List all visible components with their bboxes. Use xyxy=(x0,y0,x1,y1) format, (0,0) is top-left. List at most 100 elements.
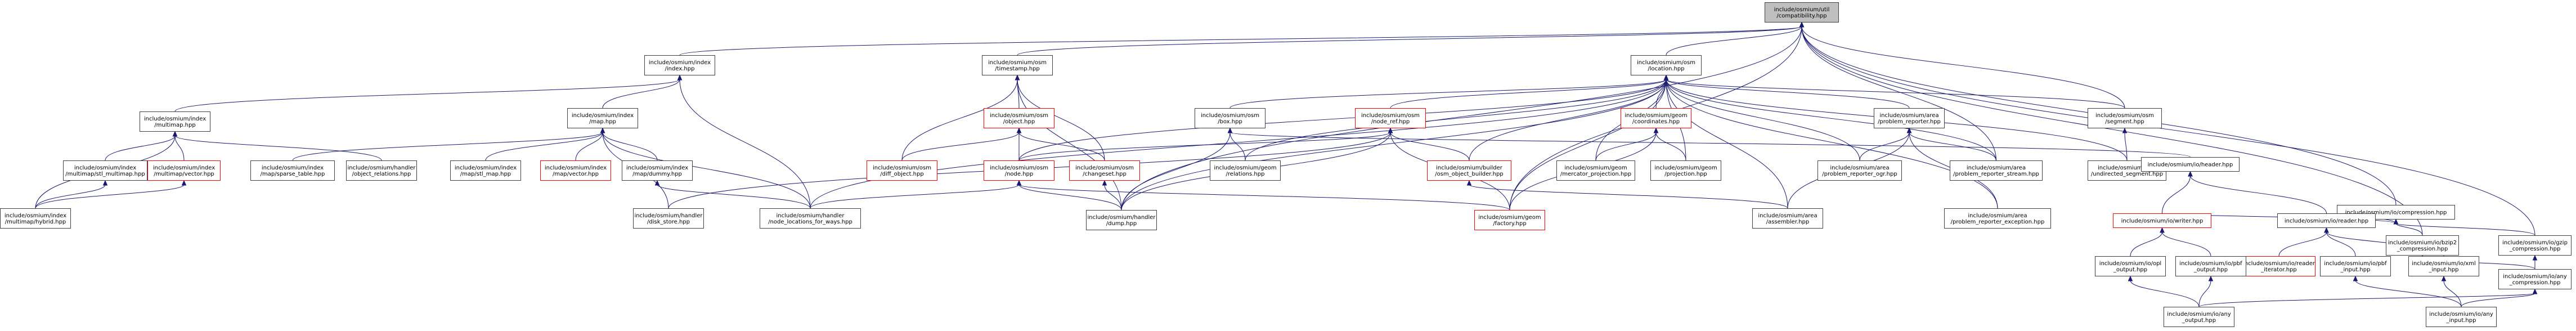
node-location[interactable]: include/osmium/osm/location.hpp xyxy=(1631,55,1702,75)
node-multimap[interactable]: include/osmium/index/multimap.hpp xyxy=(140,111,210,132)
node-reader-iter[interactable]: include/osmium/io/reader_iterator.hpp xyxy=(2242,256,2315,276)
node-any-comp[interactable]: include/osmium/io/any_compression.hpp xyxy=(2498,269,2571,289)
node-any-out[interactable]: include/osmium/io/any_output.hpp xyxy=(2164,307,2234,327)
node-gzip[interactable]: include/osmium/io/gzip_compression.hpp xyxy=(2498,235,2571,256)
node-coordinates[interactable]: include/osmium/geom/coordinates.hpp xyxy=(1621,108,1691,128)
edge-line xyxy=(1666,79,1996,161)
node-label-line: include/osmium/index xyxy=(5,213,66,219)
node-segment[interactable]: include/osmium/osm/segment.hpp xyxy=(2088,108,2162,128)
edge-line xyxy=(1229,132,2191,158)
node-label-line: include/osmium/io/header.hpp xyxy=(2148,162,2233,168)
edge-line xyxy=(1595,132,1657,161)
edge-dump-to-location xyxy=(1121,74,1669,211)
edge-index-to-compat xyxy=(679,21,1805,56)
node-label-line: /mercator_projection.hpp xyxy=(1560,171,1631,177)
node-bzip2[interactable]: include/osmium/io/bzip2_compression.hpp xyxy=(2386,235,2459,256)
node-pbf-out[interactable]: include/osmium/io/pbf_output.hpp xyxy=(2175,256,2246,276)
node-box xyxy=(2242,256,2315,276)
edge-diff_object-to-object xyxy=(901,127,1022,161)
node-io-reader[interactable]: include/osmium/io/reader.hpp xyxy=(2277,213,2376,228)
node-index[interactable]: include/osmium/index/index.hpp xyxy=(644,55,715,75)
node-label-line: include/osmium/util xyxy=(1774,7,1830,13)
edge-arrowhead xyxy=(1227,127,1233,133)
edge-assembler-to-osm_obj_builder xyxy=(1466,180,1788,209)
node-label-line: include/osmium/index xyxy=(572,113,634,119)
node-box xyxy=(1765,2,1839,23)
node-node-ref[interactable]: include/osmium/osm/node_ref.hpp xyxy=(1355,108,1426,128)
edge-any_out-to-pbf_out xyxy=(2198,275,2214,307)
node-io-writer[interactable]: include/osmium/io/writer.hpp xyxy=(2113,213,2211,228)
edge-line xyxy=(1655,132,1686,161)
edge-line xyxy=(2198,293,2535,307)
node-mm-vector[interactable]: include/osmium/index/multimap/vector.hpp xyxy=(147,160,221,181)
node-mercator[interactable]: include/osmium/geom/mercator_projection.… xyxy=(1556,160,1635,181)
edge-relations-to-box xyxy=(1227,127,1246,161)
node-label-line: include/osmium/geom xyxy=(1564,165,1627,171)
node-changeset[interactable]: include/osmium/osm/changeset.hpp xyxy=(1069,160,1140,181)
node-any-in[interactable]: include/osmium/io/any_input.hpp xyxy=(2426,307,2497,327)
node-map-vector[interactable]: include/osmium/index/map/vector.hpp xyxy=(540,160,611,181)
node-io-header[interactable]: include/osmium/io/header.hpp xyxy=(2141,157,2240,172)
node-pr-exception[interactable]: include/osmium/area/problem_reporter_exc… xyxy=(1944,208,2051,229)
node-label-line: include/osmium/index xyxy=(153,165,215,171)
edge-io_writer-to-io_header xyxy=(2162,171,2193,214)
edge-line xyxy=(1121,26,1802,211)
edge-arrowhead xyxy=(2160,227,2165,233)
node-factory[interactable]: include/osmium/geom/factory.hpp xyxy=(1474,210,1545,230)
node-label-line: /osm_object_builder.hpp xyxy=(1435,171,1503,177)
node-xml-in[interactable]: include/osmium/io/xml_input.hpp xyxy=(2408,256,2479,276)
edge-projection-to-coordinates xyxy=(1653,127,1686,161)
node-map-stl[interactable]: include/osmium/index/map/stl_map.hpp xyxy=(450,160,521,181)
node-label-line: /multimap/stl_multimap.hpp xyxy=(65,171,145,177)
node-map-dummy[interactable]: include/osmium/index/map/dummy.hpp xyxy=(622,160,693,181)
node-mm-stl[interactable]: include/osmium/index/multimap/stl_multim… xyxy=(63,160,147,181)
node-pbf-in[interactable]: include/osmium/io/pbf_input.hpp xyxy=(2320,256,2391,276)
edge-dump-to-box xyxy=(1121,127,1233,211)
edge-line xyxy=(1018,132,1105,161)
node-opl-out[interactable]: include/osmium/io/opl_output.hpp xyxy=(2095,256,2166,276)
edge-pr_ogr-to-location xyxy=(1663,74,1860,161)
node-compat[interactable]: include/osmium/util/compatibility.hpp xyxy=(1765,2,1839,23)
node-box[interactable]: include/osmium/osm/box.hpp xyxy=(1195,108,1265,128)
node-label-line: /object_relations.hpp xyxy=(352,171,411,177)
node-nl-for-ways[interactable]: include/osmium/handler/node_locations_fo… xyxy=(760,208,861,229)
edge-line xyxy=(1801,26,2423,236)
node-dump[interactable]: include/osmium/handler/dump.hpp xyxy=(1086,210,1157,230)
node-label-line: include/osmium/io/reader.hpp xyxy=(2285,218,2368,225)
edge-line xyxy=(2461,293,2535,307)
edge-line xyxy=(35,184,106,209)
edge-gzip-to-io_compression xyxy=(2393,218,2535,236)
node-node[interactable]: include/osmium/osm/node.hpp xyxy=(984,160,1054,181)
edge-line xyxy=(602,132,658,161)
edge-line xyxy=(174,135,382,161)
node-pr-stream[interactable]: include/osmium/area/problem_reporter_str… xyxy=(1950,160,2043,181)
node-box xyxy=(346,160,417,181)
node-relations[interactable]: include/osmium/geom/relations.hpp xyxy=(1210,160,1281,181)
node-label-line: /segment.hpp xyxy=(2105,119,2144,125)
edge-line xyxy=(1666,26,1802,56)
node-timestamp[interactable]: include/osmium/osm/timestamp.hpp xyxy=(982,55,1053,75)
node-box xyxy=(1427,160,1511,181)
node-obj-rel[interactable]: include/osmium/handler/object_relations.… xyxy=(346,160,417,181)
node-object[interactable]: include/osmium/osm/object.hpp xyxy=(984,108,1054,128)
node-box xyxy=(1950,160,2043,181)
node-box xyxy=(147,160,221,181)
node-projection[interactable]: include/osmium/geom/projection.hpp xyxy=(1650,160,1721,181)
node-problem-reporter[interactable]: include/osmium/area/problem_reporter.hpp xyxy=(1874,108,1945,128)
node-assembler[interactable]: include/osmium/area/assembler.hpp xyxy=(1752,208,1823,229)
node-osm-obj-builder[interactable]: include/osmium/builder/osm_object_builde… xyxy=(1427,160,1511,181)
node-diff-object[interactable]: include/osmium/osm/diff_object.hpp xyxy=(867,160,937,181)
node-map[interactable]: include/osmium/index/map.hpp xyxy=(567,108,638,128)
node-mm-hybrid[interactable]: include/osmium/index/multimap/hybrid.hpp xyxy=(0,208,71,229)
edge-nl_for_ways-to-node xyxy=(810,180,1022,209)
node-map-sparse[interactable]: include/osmium/index/map/sparse_table.hp… xyxy=(250,160,335,181)
node-label-line: /index.hpp xyxy=(665,66,695,72)
node-box xyxy=(1817,160,1902,181)
node-pr-ogr[interactable]: include/osmium/area/problem_reporter_ogr… xyxy=(1817,160,1902,181)
node-box xyxy=(2498,269,2571,289)
node-label-line: include/osmium/handler xyxy=(634,213,703,219)
node-label-line: _compression.hpp xyxy=(2509,246,2561,252)
edge-line xyxy=(1018,184,1122,211)
node-disk-store[interactable]: include/osmium/handler/disk_store.hpp xyxy=(633,208,704,229)
